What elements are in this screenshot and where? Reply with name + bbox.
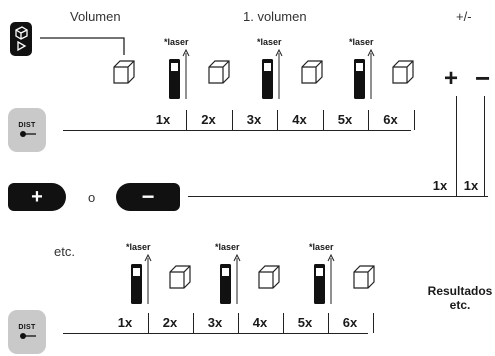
plus-button[interactable]: +: [8, 183, 66, 211]
volumen-label: Volumen: [70, 9, 121, 24]
laser-text: laser: [129, 242, 151, 252]
row3-divider: [193, 313, 195, 333]
laser-device-icon: [130, 253, 154, 313]
row1-divider: [368, 110, 370, 130]
cube-outline-icon: [352, 264, 376, 295]
row3-divider: [373, 313, 375, 333]
row1-cell: 4x: [292, 112, 307, 127]
row1-cell: 2x: [201, 112, 216, 127]
row1-cell: 3x: [246, 112, 262, 127]
plusminus-label: +/-: [456, 9, 472, 24]
cube-outline-icon: [391, 59, 415, 90]
laser-device-group: *laser: [164, 37, 204, 103]
row2-cell: 1x: [463, 178, 479, 193]
row3-cell: 3x: [207, 315, 223, 330]
dist-button[interactable]: DIST: [8, 108, 46, 152]
dist-button-2[interactable]: DIST: [8, 310, 46, 354]
plus-button-label: +: [31, 185, 43, 208]
laser-text: laser: [312, 242, 334, 252]
laser-caption: *laser: [309, 242, 334, 252]
laser-star: *: [309, 242, 313, 252]
laser-caption: *laser: [164, 37, 189, 47]
dist-key-icon: [20, 333, 36, 339]
laser-caption: *laser: [215, 242, 240, 252]
laser-caption: *laser: [349, 37, 374, 47]
row1-divider: [186, 110, 188, 130]
laser-star: *: [349, 37, 353, 47]
volume-mode-button[interactable]: [10, 22, 32, 56]
row3-cell: 6x: [342, 315, 358, 330]
cube-outline-icon: [257, 264, 281, 295]
row3-cell: 1x: [117, 315, 133, 330]
plus-connector: [456, 96, 458, 196]
laser-text: laser: [218, 242, 240, 252]
row1-divider: [277, 110, 279, 130]
plus-symbol: +: [444, 65, 459, 92]
row1-divider: [231, 110, 233, 130]
volume-mode-icon: [15, 26, 28, 52]
row3-divider: [283, 313, 285, 333]
laser-device-icon: [261, 48, 285, 108]
laser-text: laser: [167, 37, 189, 47]
or-text: o: [88, 190, 96, 205]
row3-cell: 4x: [252, 315, 268, 330]
laser-device-icon: [168, 48, 192, 108]
laser-device-group: *laser: [309, 242, 349, 308]
row1-cell: 5x: [337, 112, 353, 127]
laser-star: *: [257, 37, 261, 47]
row1-divider: [413, 110, 415, 130]
row3-cell: 5x: [297, 315, 313, 330]
result-line2: etc.: [449, 298, 471, 312]
laser-star: *: [164, 37, 168, 47]
laser-caption: *laser: [126, 242, 151, 252]
row3-divider: [148, 313, 150, 333]
cube-outline-icon: [207, 59, 231, 90]
row1-cell: 1x: [155, 112, 171, 127]
first-volume-label: 1. volumen: [243, 9, 307, 24]
laser-device-icon: [353, 48, 377, 108]
laser-device-group: *laser: [215, 242, 255, 308]
row2-cell: 1x: [432, 178, 448, 193]
row3-cell: 2x: [162, 315, 178, 330]
laser-star: *: [215, 242, 219, 252]
laser-star: *: [126, 242, 130, 252]
minus-button-label: −: [141, 184, 155, 209]
row2-divider: [456, 176, 458, 196]
laser-caption: *laser: [257, 37, 282, 47]
row3-divider: [328, 313, 330, 333]
row2-baseline: [188, 196, 488, 198]
row1-cell: 6x: [383, 112, 398, 127]
dist-label: DIST: [18, 122, 36, 129]
laser-device-icon: [219, 253, 243, 313]
result-line1: Resultados: [427, 284, 493, 298]
row1-baseline: [63, 130, 411, 132]
row3-divider: [238, 313, 240, 333]
minus-button[interactable]: −: [116, 183, 180, 211]
dist-label: DIST: [18, 324, 36, 331]
cube-outline-icon: [300, 59, 324, 90]
row1-divider: [322, 110, 324, 130]
laser-device-group: *laser: [126, 242, 166, 308]
laser-text: laser: [260, 37, 282, 47]
minus-symbol: −: [475, 63, 491, 93]
cube-outline-icon: [168, 264, 192, 295]
minus-connector: [484, 96, 486, 196]
laser-text: laser: [352, 37, 374, 47]
laser-device-group: *laser: [257, 37, 297, 103]
cube-outline-icon: [112, 59, 136, 90]
etc-label: etc.: [54, 244, 75, 259]
laser-device-icon: [313, 253, 337, 313]
row3-baseline: [63, 333, 368, 335]
laser-device-group: *laser: [349, 37, 389, 103]
dist-key-icon: [20, 131, 36, 137]
result-label: Resultados etc.: [425, 284, 495, 312]
